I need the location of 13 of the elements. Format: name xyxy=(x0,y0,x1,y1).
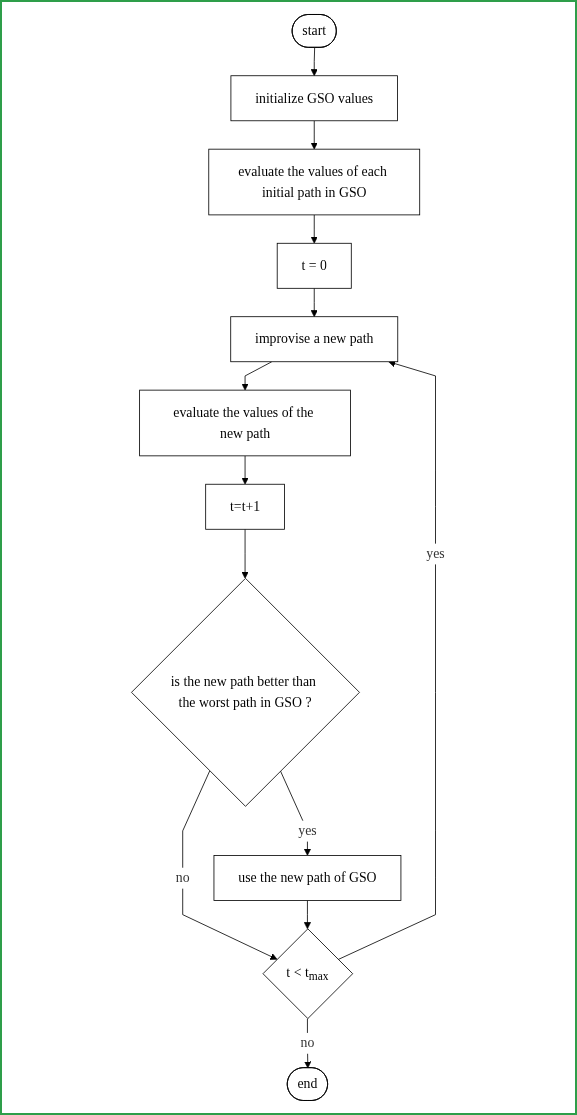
node-diamond: is the new path better than the worst path in GSO ? xyxy=(131,577,361,807)
node-diamond: t < t$_{max}$ xyxy=(262,928,354,1019)
node-box: t=t+1 xyxy=(205,483,286,530)
node-box: use the new path of GSO xyxy=(213,855,402,901)
node-box: initialize GSO values xyxy=(230,75,399,122)
edge-label: yes xyxy=(426,545,446,562)
edge-label: yes xyxy=(298,822,318,839)
node-box: improvise a new path xyxy=(230,316,399,363)
edge-label: no xyxy=(300,1035,315,1051)
node-box: evaluate the values of the new path xyxy=(139,389,352,457)
node-box: evaluate the values of each initial path in GSO xyxy=(208,148,421,216)
node-box: t = 0 xyxy=(277,242,353,289)
edge-label: no xyxy=(176,870,190,886)
